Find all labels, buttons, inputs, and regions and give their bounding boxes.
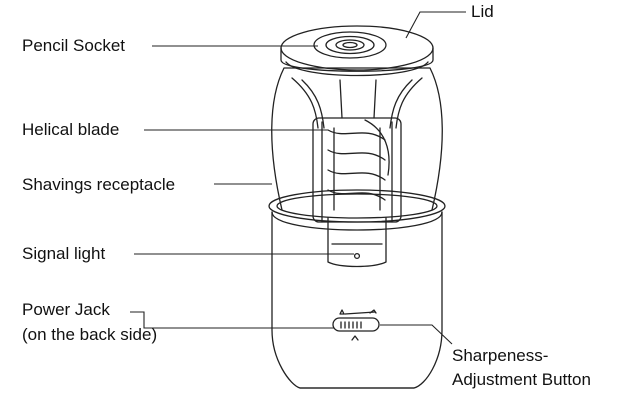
signal-light [353, 252, 361, 260]
label-power-jack: Power Jack [22, 300, 110, 319]
adjustment-button [332, 317, 380, 332]
body-outline [271, 67, 443, 211]
helical-blade [327, 129, 386, 201]
leader-lid [405, 11, 466, 39]
label-adjustment-line1: Sharpeness- [452, 346, 549, 365]
support-left [291, 77, 319, 129]
lid-rim [280, 47, 434, 72]
support-right [395, 77, 423, 129]
label-adjustment-line2: Adjustment Button [452, 370, 591, 389]
label-signal-light: Signal light [22, 244, 106, 263]
label-helical-blade: Helical blade [22, 120, 120, 139]
receptacle-ring [268, 189, 446, 223]
leader-adjustment [380, 324, 453, 345]
label-shavings-receptacle: Shavings receptacle [22, 175, 176, 194]
signal-window [327, 217, 387, 268]
label-lid: Lid [471, 2, 494, 21]
body-lower-outline [271, 211, 443, 389]
label-pencil-socket: Pencil Socket [22, 36, 125, 55]
label-power-jack-note: (on the back side) [22, 325, 158, 344]
leader-power [130, 311, 334, 329]
pencil-socket [313, 31, 387, 59]
